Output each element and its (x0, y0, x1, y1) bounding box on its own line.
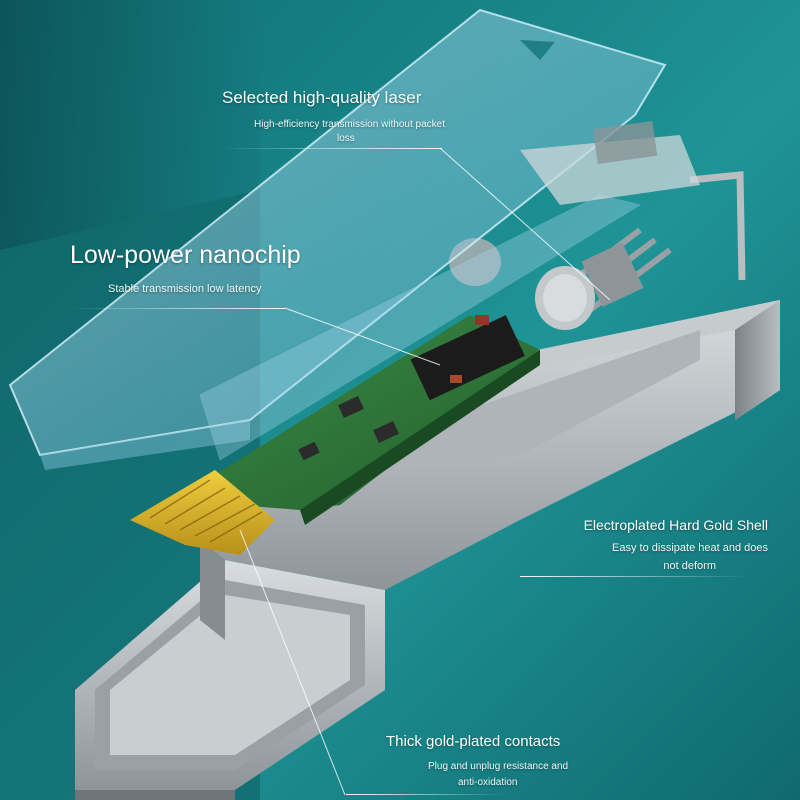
contacts-desc-line2: anti-oxidation (458, 777, 518, 788)
shell-leader-line (520, 576, 750, 577)
laser-title: Selected high-quality laser (222, 88, 422, 107)
laser-desc-line2: loss (337, 133, 355, 144)
contacts-title: Thick gold-plated contacts (386, 733, 561, 750)
callout-chip: Low-power nanochip Stable transmission l… (70, 241, 310, 298)
transparent-housing (8, 8, 700, 470)
shell-title: Electroplated Hard Gold Shell (583, 517, 768, 533)
contacts-leader-line (346, 794, 506, 795)
laser-desc-line1: High-efficiency transmission without pac… (254, 119, 446, 130)
metal-tray (75, 560, 385, 800)
callout-laser: Selected high-quality laser High-efficie… (222, 88, 452, 148)
gold-contacts (130, 470, 275, 555)
shell-desc-line1: Easy to dissipate heat and does (612, 542, 768, 554)
laser-cylinders (449, 238, 644, 330)
laser-leader-line (222, 148, 442, 149)
contacts-desc-line1: Plug and unplug resistance and (428, 761, 569, 772)
chip-title: Low-power nanochip (70, 241, 301, 269)
callout-contacts: Thick gold-plated contacts Plug and unpl… (386, 733, 586, 792)
chip-desc: Stable transmission low latency (108, 283, 262, 295)
callout-shell: Electroplated Hard Gold Shell Easy to di… (530, 517, 768, 575)
metal-shell (200, 300, 780, 640)
shell-desc-line2: not deform (663, 560, 716, 572)
pcb-board (175, 315, 540, 525)
chip-leader-line (70, 308, 285, 309)
